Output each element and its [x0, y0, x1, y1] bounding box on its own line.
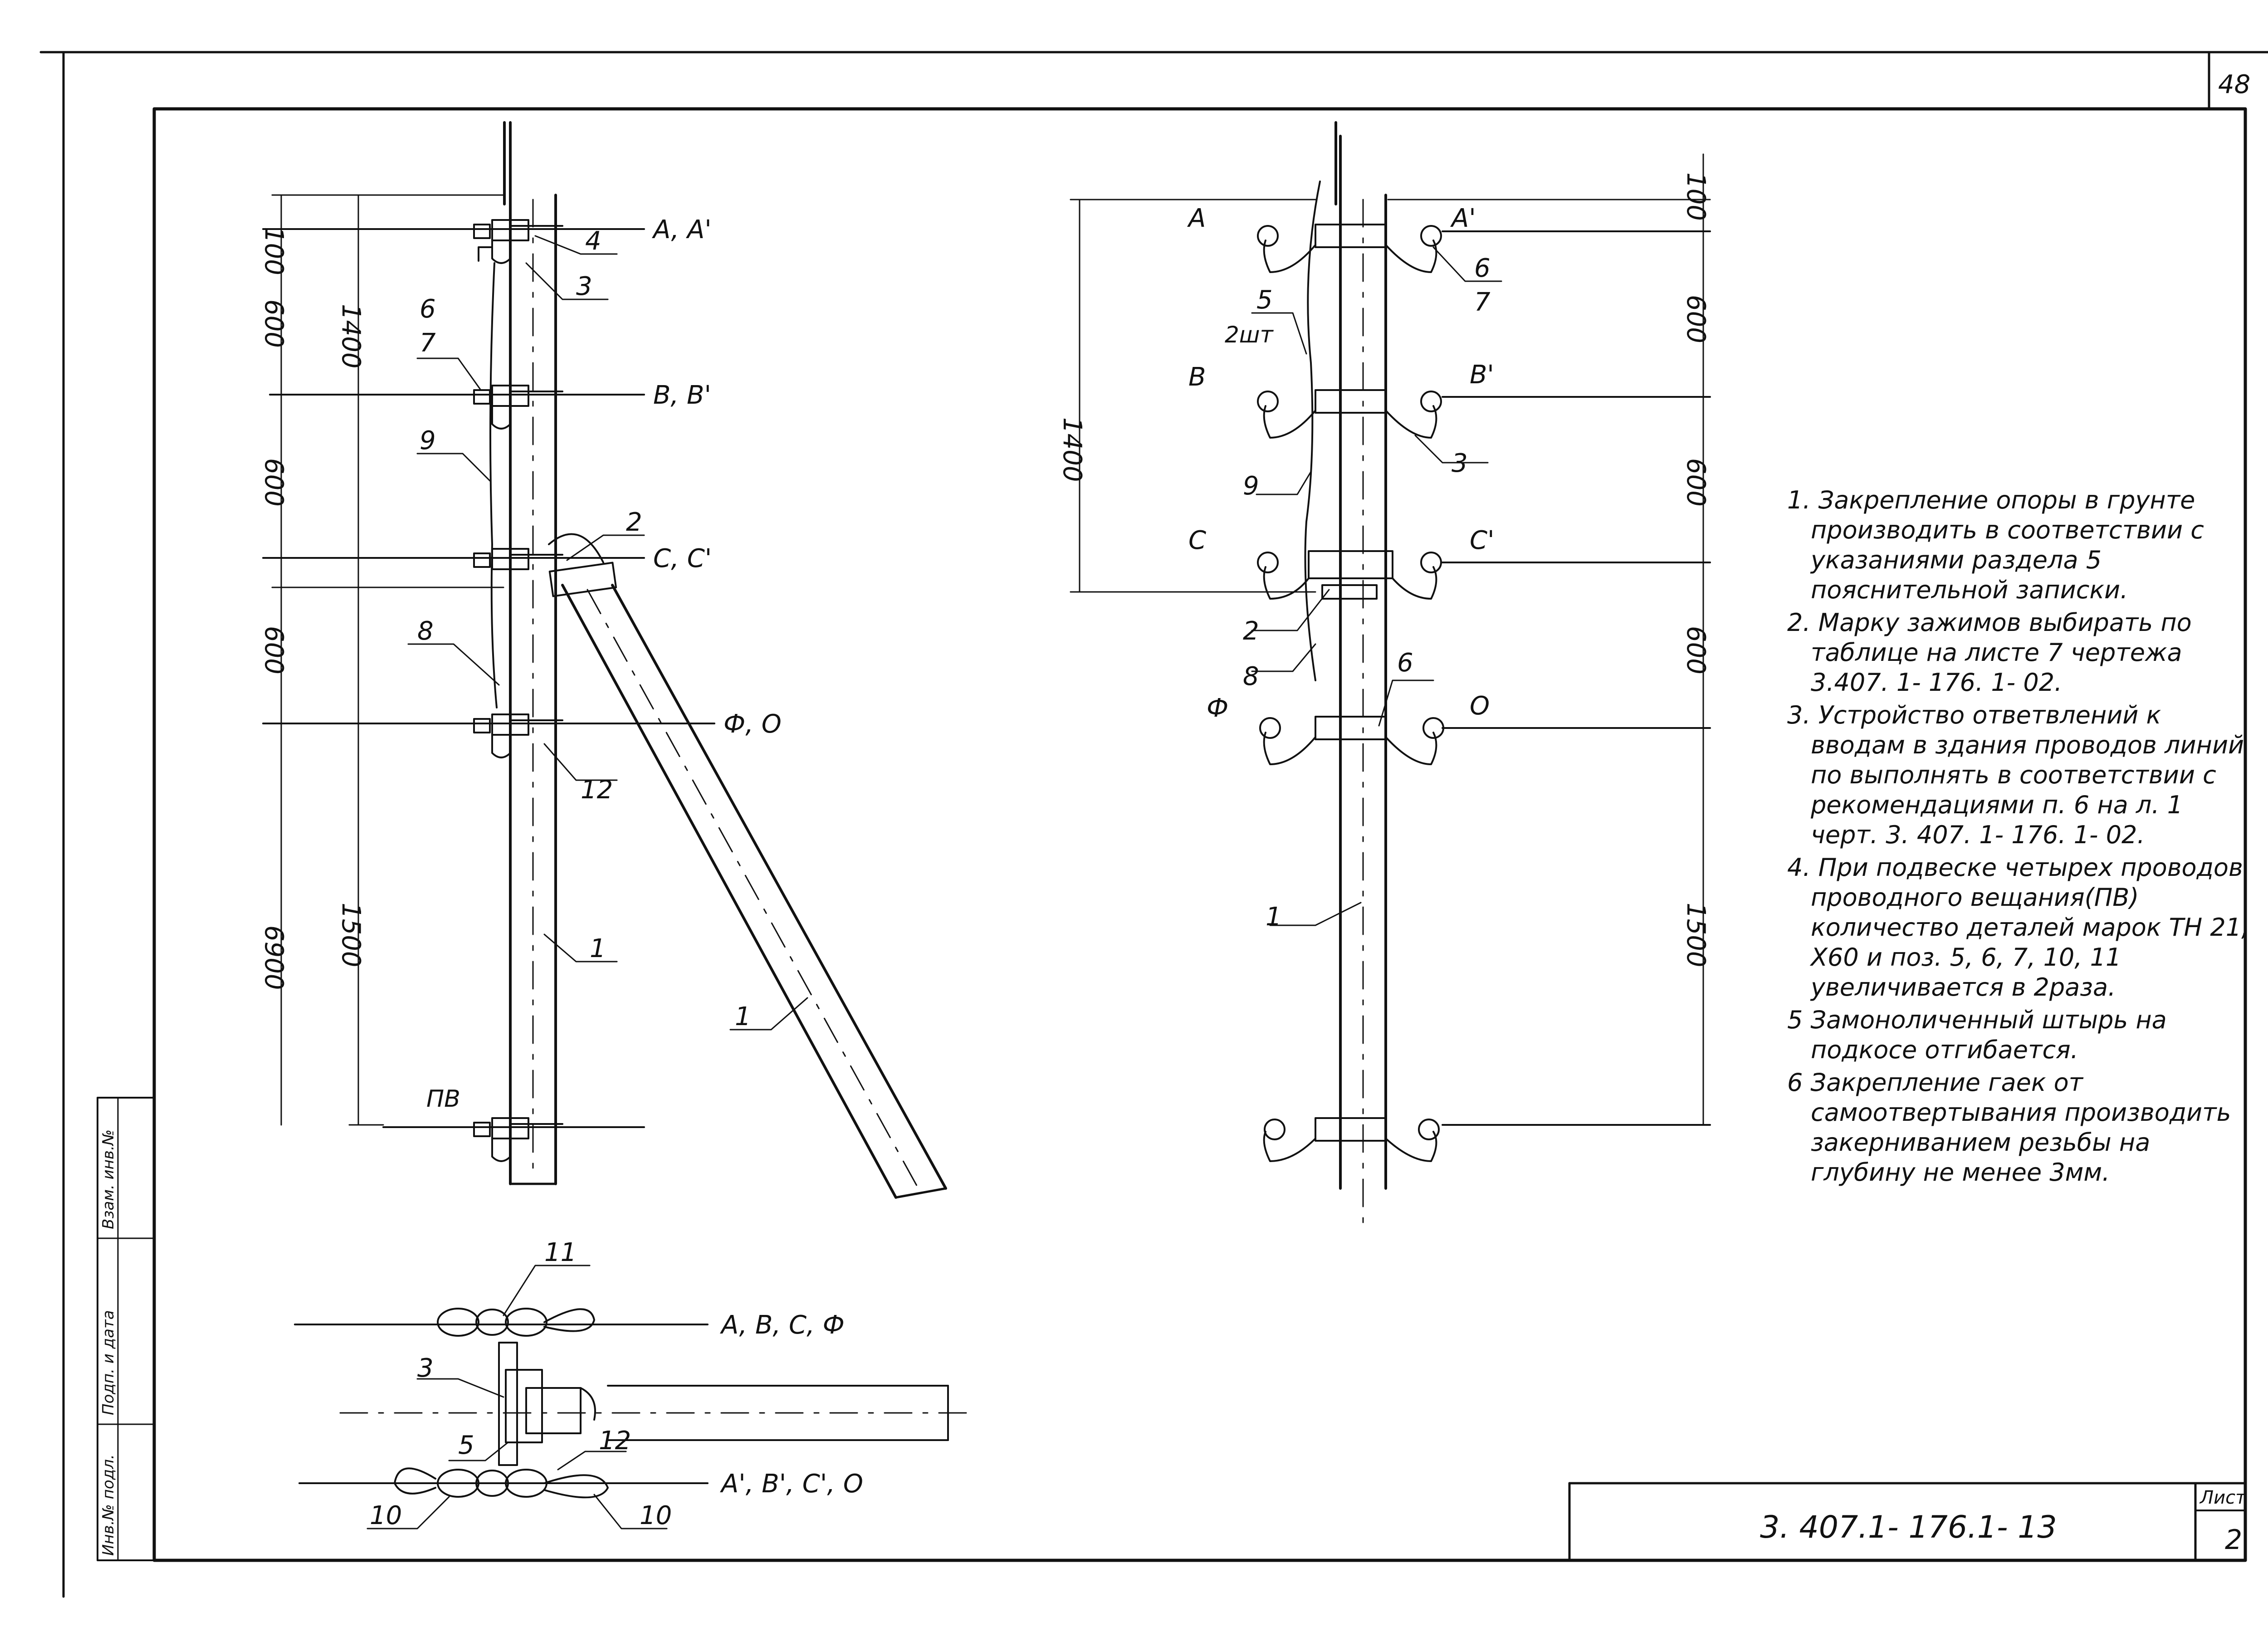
right-dim-600a: 600	[1681, 295, 1711, 343]
plan-callout-10b: 10	[640, 1501, 672, 1530]
drawing-code: 3. 407.1- 176.1- 13	[1760, 1510, 2057, 1545]
plan-wire-label-top: A, B, C, Ф	[720, 1310, 845, 1340]
left-wire-label-a: A, A'	[652, 215, 712, 244]
right-callout-2pcs: 2шт	[1225, 322, 1274, 348]
left-callout-12: 12	[581, 775, 613, 805]
phase-a: A	[1187, 204, 1206, 233]
plan-callout-3: 3	[417, 1353, 434, 1383]
note-4: 4. При подвеске четырех проводов проводн…	[1787, 853, 2249, 1002]
note-3: 3. Устройство ответвлений к вводам в зда…	[1787, 701, 2244, 849]
right-crossarms	[1257, 224, 1711, 1162]
left-wire-label-pv: ПВ	[426, 1085, 460, 1113]
right-dimensions	[1070, 153, 1711, 1126]
list-label: Лист	[2199, 1487, 2247, 1508]
phase-b-prime: B'	[1470, 360, 1494, 390]
left-dim-1400: 1400	[336, 304, 366, 369]
left-dim-1500: 1500	[336, 903, 366, 967]
right-dim-600b: 600	[1681, 458, 1711, 507]
note-1: 1. Закрепление опоры в грунте производит…	[1787, 486, 2204, 604]
right-callout-3: 3	[1452, 449, 1468, 478]
right-callout-5: 5	[1256, 285, 1273, 315]
frame	[39, 51, 2268, 1598]
left-dim-100: 100	[259, 227, 288, 275]
phase-f: Ф	[1207, 694, 1228, 723]
phase-c: C	[1188, 526, 1206, 555]
plan-wire-label-bottom: A', B', C', О	[720, 1469, 863, 1499]
right-callout-9: 9	[1243, 471, 1259, 501]
right-callout-6b: 6	[1397, 648, 1413, 678]
left-callout-4: 4	[585, 226, 601, 256]
stamp-col2: Подп. и дата	[99, 1310, 117, 1415]
stamp-col1: Инв.№ подл.	[99, 1454, 117, 1556]
phase-o: О	[1470, 691, 1490, 721]
right-leaders	[1251, 246, 1502, 926]
left-callout-6: 6	[420, 294, 436, 324]
right-callout-6: 6	[1474, 254, 1491, 283]
sheet-number: 48	[2218, 70, 2250, 99]
left-callout-7: 7	[420, 328, 436, 358]
left-dim-600c: 600	[259, 626, 288, 674]
left-wires	[262, 219, 715, 1162]
left-callout-1-pole: 1	[590, 934, 606, 963]
notes-block: 1. Закрепление опоры в грунте производит…	[1787, 485, 2250, 1190]
left-dim-600a: 600	[259, 299, 288, 348]
right-dim-100: 100	[1681, 172, 1711, 221]
plan-view	[294, 1308, 976, 1499]
right-callout-8: 8	[1243, 662, 1259, 691]
right-callout-2: 2	[1243, 616, 1259, 646]
note-5: 5 Замоноличенный штырь на подкосе отгиба…	[1787, 1006, 2167, 1064]
phase-c-prime: C'	[1470, 526, 1495, 555]
phase-b: B	[1188, 362, 1206, 392]
left-strut	[548, 533, 947, 1199]
left-wire-label-f: Ф, О	[723, 709, 782, 739]
left-dim-600b: 600	[259, 458, 288, 507]
phase-a-prime: A'	[1450, 204, 1476, 233]
stamp-col3: Взам. инв.№	[99, 1129, 117, 1229]
plan-callout-12: 12	[599, 1426, 631, 1456]
plan-callout-5: 5	[458, 1431, 474, 1460]
side-stamp	[97, 1097, 155, 1561]
left-callout-1-strut: 1	[735, 1002, 751, 1031]
left-pole	[503, 121, 557, 1185]
note-6: 6 Закрепление гаек от самоотвертывания п…	[1787, 1068, 2231, 1187]
right-dim-600c: 600	[1681, 626, 1711, 674]
right-callout-1: 1	[1266, 902, 1282, 932]
note-2: 2. Марку зажимов выбирать по таблице на …	[1787, 608, 2192, 697]
left-leaders	[407, 235, 808, 1031]
left-callout-2: 2	[626, 508, 642, 537]
left-dimensions	[271, 194, 504, 1126]
right-dim-1400: 1400	[1057, 417, 1087, 482]
list-value: 2	[2225, 1524, 2242, 1556]
plan-leaders	[367, 1265, 668, 1529]
plan-callout-10a: 10	[370, 1501, 402, 1530]
left-callout-8: 8	[417, 616, 434, 646]
right-pole	[1304, 121, 1387, 1235]
right-callout-7: 7	[1474, 288, 1491, 317]
left-wire-label-c: C, C'	[653, 544, 712, 573]
left-callout-9: 9	[420, 426, 436, 455]
plan-callout-11: 11	[544, 1238, 577, 1267]
left-dim-6900: 6900	[259, 925, 288, 990]
left-wire-label-b: B, B'	[653, 381, 711, 410]
right-dim-1500: 1500	[1681, 903, 1711, 967]
left-callout-3: 3	[576, 272, 592, 301]
